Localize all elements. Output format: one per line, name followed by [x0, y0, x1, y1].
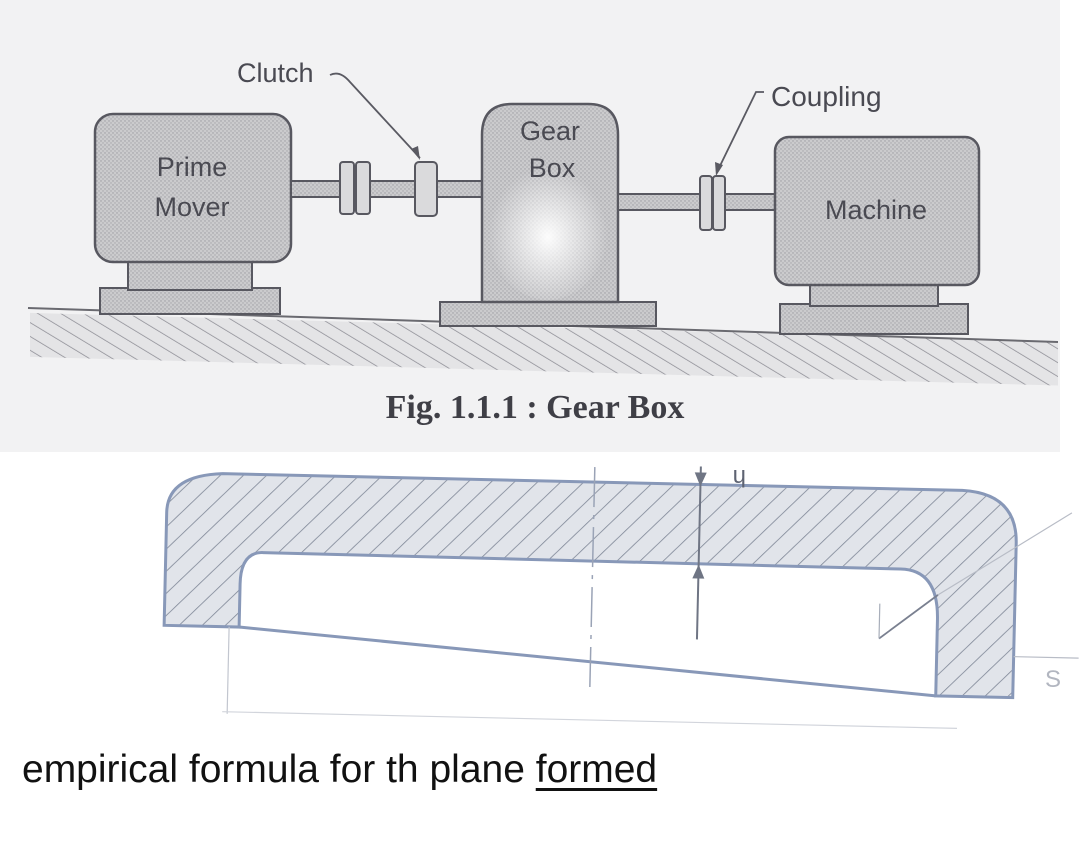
- cover-section-diagram: h S: [162, 464, 1079, 729]
- radius-leader-ext: [937, 512, 1073, 596]
- thickness-label: h: [733, 464, 746, 491]
- extension-line-bottom: [222, 711, 958, 729]
- text-plain: empirical formula for th plane: [22, 748, 536, 791]
- clutch-leader: [329, 72, 421, 159]
- thickness-arrow-top: [694, 472, 707, 487]
- extension-line-left: [226, 626, 230, 714]
- ground-hatch: [30, 312, 1058, 386]
- thickness-arrow-bottom: [692, 564, 705, 579]
- gear-box-label-2: Box: [529, 153, 576, 183]
- section-base-line: [238, 625, 936, 698]
- edge-label: S: [1045, 666, 1061, 693]
- machine-label: Machine: [825, 195, 927, 225]
- right-edge-line: [1013, 656, 1079, 659]
- gear-box-figure: Prime Mover Gear Box Machine Clutch Coup…: [0, 0, 1060, 452]
- coupling-block-left-b: [355, 161, 371, 215]
- prime-mover-label-1: Prime: [157, 152, 228, 182]
- coupling-block-right-a: [699, 175, 713, 231]
- clutch-arrowhead: [411, 146, 420, 160]
- shaft-left: [290, 180, 492, 198]
- coupling-block-left-a: [339, 161, 355, 215]
- clutch-label: Clutch: [237, 58, 314, 88]
- center-line: [588, 467, 596, 693]
- coupling-block-right-b: [712, 175, 726, 231]
- coupling-arrowhead: [715, 162, 723, 176]
- machine: Machine: [773, 135, 981, 335]
- text-underlined: formed: [535, 748, 658, 791]
- thickness-dimension-line: [695, 466, 702, 640]
- gear-box-label-1: Gear: [520, 116, 580, 146]
- figure-caption: Fig. 1.1.1 : Gear Box: [386, 389, 685, 426]
- caption-text-line: empirical formula for th plane formed: [22, 748, 657, 792]
- prime-mover: Prime Mover: [93, 112, 293, 315]
- prime-mover-label-2: Mover: [154, 192, 229, 222]
- coupling-label: Coupling: [771, 81, 882, 112]
- gear-box: Gear Box: [439, 102, 657, 327]
- radius-leader: [878, 594, 939, 640]
- coupling-leader: [716, 91, 764, 173]
- radius-box-top: [878, 603, 881, 639]
- clutch-block: [414, 161, 438, 217]
- hatched-wall: [162, 472, 1018, 700]
